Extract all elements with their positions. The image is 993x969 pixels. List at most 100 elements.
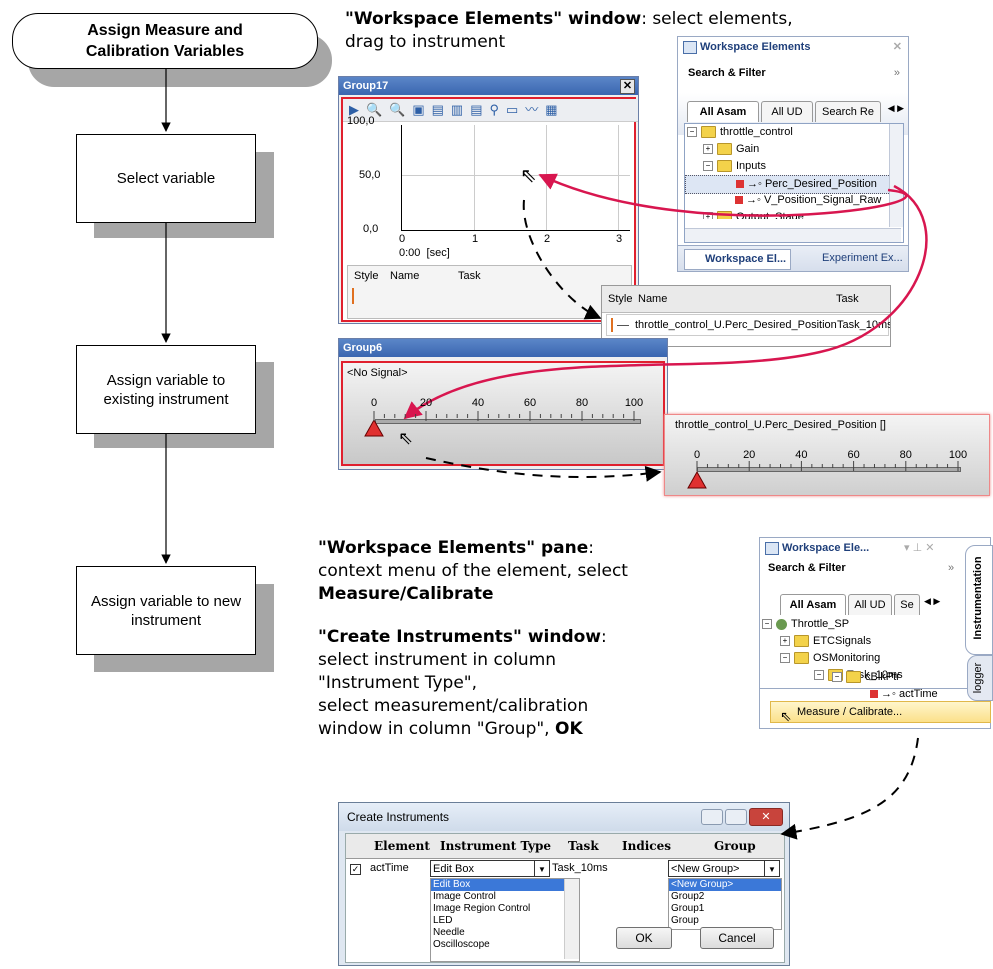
tab-scroll-arrows-icon[interactable]: ◀ ▶ bbox=[924, 596, 941, 606]
tab-search[interactable]: Se bbox=[894, 594, 920, 615]
ws2-search-filter[interactable]: Search & Filter bbox=[768, 562, 846, 574]
tree-item-acttime[interactable]: →◦ actTime bbox=[870, 686, 938, 703]
group6-window: Group6 <No Signal> bbox=[338, 338, 668, 470]
close-button[interactable]: ✕ bbox=[620, 79, 635, 94]
group-select[interactable]: <New Group>▼ bbox=[668, 860, 780, 877]
ws1-title: Workspace Elements bbox=[700, 41, 811, 53]
pin-icon[interactable]: ▾ ⊥ ✕ bbox=[904, 542, 935, 554]
caption-2-text: : bbox=[588, 538, 594, 558]
tree-item-throttle-control[interactable]: −throttle_control bbox=[687, 124, 793, 141]
cancel-button[interactable]: Cancel bbox=[700, 927, 774, 949]
context-menu-measure-calibrate[interactable]: Measure / Calibrate... bbox=[770, 701, 991, 723]
tree-item-inputs[interactable]: −Inputs bbox=[703, 158, 766, 175]
type-option[interactable]: Edit Box bbox=[431, 879, 579, 891]
close-button[interactable]: ✕ bbox=[749, 808, 783, 826]
folder-icon bbox=[846, 671, 861, 684]
signal-icon bbox=[870, 690, 878, 699]
x-tick: 0 bbox=[399, 233, 406, 245]
tab-all-asam[interactable]: All Asam bbox=[687, 101, 759, 122]
selected-group: <New Group> bbox=[671, 863, 740, 875]
side-tab-instrumentation[interactable]: Instrumentation bbox=[965, 545, 993, 655]
chevron-down-icon: ▼ bbox=[534, 861, 549, 876]
start-terminator: Assign Measure and Calibration Variables bbox=[12, 13, 318, 69]
tree-item-v-position[interactable]: →◦ V_Position_Signal_Raw bbox=[735, 192, 881, 209]
caption-3-bold: "Create Instruments" window bbox=[318, 627, 602, 647]
tab-experiment-explorer[interactable]: Experiment Ex... bbox=[822, 252, 903, 264]
signal-task: Task_10ms bbox=[837, 319, 891, 331]
slider-track[interactable] bbox=[375, 419, 641, 424]
maximize-button[interactable] bbox=[725, 809, 747, 825]
create-title: Create Instruments bbox=[347, 810, 450, 824]
folder-icon bbox=[717, 211, 732, 219]
group-option[interactable]: Group2 bbox=[671, 891, 705, 902]
gridline bbox=[546, 125, 547, 230]
horizontal-scrollbar[interactable] bbox=[685, 228, 901, 242]
type-option[interactable]: Oscilloscope bbox=[433, 939, 490, 950]
type-option[interactable]: Image Region Control bbox=[433, 903, 531, 914]
y-tick: 0,0 bbox=[363, 223, 379, 235]
step-select-variable: Select variable bbox=[76, 134, 256, 223]
tab-all-asam[interactable]: All Asam bbox=[780, 594, 846, 615]
vertical-scrollbar[interactable] bbox=[889, 124, 903, 227]
tab-all-ud[interactable]: All UD bbox=[761, 101, 813, 122]
col-indices: Indices bbox=[622, 839, 671, 853]
group-option[interactable]: Group bbox=[671, 915, 699, 926]
tree-label: Gain bbox=[736, 143, 760, 155]
group-list: <New Group> Group2 Group1 Group bbox=[668, 878, 782, 930]
tab-workspace-elements[interactable]: Workspace El... bbox=[684, 249, 792, 270]
ws1-search-filter[interactable]: Search & Filter bbox=[688, 67, 766, 79]
expand-icon[interactable]: » bbox=[948, 562, 955, 574]
legend-col-task: Task bbox=[458, 270, 481, 282]
group-option[interactable]: Group1 bbox=[671, 903, 705, 914]
group6-titlebar: Group6 bbox=[339, 339, 667, 357]
col-name: Name bbox=[638, 293, 668, 305]
close-icon[interactable]: ✕ bbox=[892, 41, 902, 53]
drag-cursor-icon: ⇖ bbox=[520, 165, 537, 187]
type-option[interactable]: Image Control bbox=[433, 891, 496, 902]
legend-table: Style Name Task bbox=[347, 265, 632, 319]
expand-icon[interactable]: » bbox=[893, 67, 900, 79]
cell-task: Task_10ms bbox=[552, 862, 608, 874]
folder-icon bbox=[794, 635, 809, 648]
minimize-button[interactable] bbox=[701, 809, 723, 825]
gridline bbox=[618, 125, 619, 230]
tree-item-throttle-sp[interactable]: −Throttle_SP bbox=[762, 616, 849, 633]
step-assign-existing: Assign variable to existing instrument bbox=[76, 345, 256, 434]
tree-item-output-stage[interactable]: +Output_Stage bbox=[703, 209, 804, 219]
ok-button[interactable]: OK bbox=[616, 927, 672, 949]
col-instrument-type: Instrument Type bbox=[440, 839, 552, 853]
tree-item-etcsignals[interactable]: +ETCSignals bbox=[780, 633, 871, 650]
type-option[interactable]: Needle bbox=[433, 927, 465, 938]
tab-all-ud[interactable]: All UD bbox=[848, 594, 892, 615]
legend-col-style: Style bbox=[354, 270, 379, 282]
caption-3-l5: window in column "Group", bbox=[318, 719, 550, 739]
caption-3: "Create Instruments" window:select instr… bbox=[318, 626, 607, 741]
x-tick: 2 bbox=[544, 233, 551, 245]
type-option[interactable]: LED bbox=[433, 915, 453, 926]
instrument-type-select[interactable]: Edit Box▼ bbox=[430, 860, 550, 877]
slider-track[interactable] bbox=[697, 467, 961, 472]
group-option[interactable]: <New Group> bbox=[669, 879, 781, 891]
tree-item-osmonitoring[interactable]: −OSMonitoring bbox=[780, 650, 880, 667]
no-signal-label: <No Signal> bbox=[347, 367, 408, 379]
row-checkbox[interactable]: ✓ bbox=[350, 864, 361, 875]
legend-col-name: Name bbox=[390, 270, 420, 282]
y-tick: 50,0 bbox=[359, 169, 381, 181]
oscilloscope-toolbar[interactable]: ▶🔍🔍▣▤▥▤⚲▭〰▦ bbox=[343, 99, 638, 122]
step3-label: Assign variable to new instrument bbox=[90, 592, 242, 629]
legend-popup-row[interactable]: throttle_control_U.Perc_Desired_Position… bbox=[606, 314, 891, 336]
tree-item-cblkptr-2[interactable]: −cBlkPtr bbox=[832, 669, 900, 686]
caption-3-l3: "Instrument Type", bbox=[318, 673, 478, 693]
gridline bbox=[402, 175, 630, 176]
tree-item-gain[interactable]: +Gain bbox=[703, 141, 759, 158]
slider-popup-title: throttle_control_U.Perc_Desired_Position… bbox=[675, 419, 886, 431]
tab-scroll-arrows-icon[interactable]: ◀ ▶ bbox=[887, 103, 904, 113]
col-group: Group bbox=[714, 839, 756, 853]
tree-label: Throttle_SP bbox=[791, 618, 850, 630]
tab-search-results[interactable]: Search Re bbox=[815, 101, 881, 122]
plot-area[interactable]: ⇖ bbox=[401, 125, 630, 231]
folder-icon bbox=[717, 160, 732, 173]
list-scrollbar[interactable] bbox=[564, 879, 579, 959]
y-tick: 100,0 bbox=[347, 115, 375, 127]
side-tab-logger[interactable]: logger bbox=[967, 655, 993, 701]
